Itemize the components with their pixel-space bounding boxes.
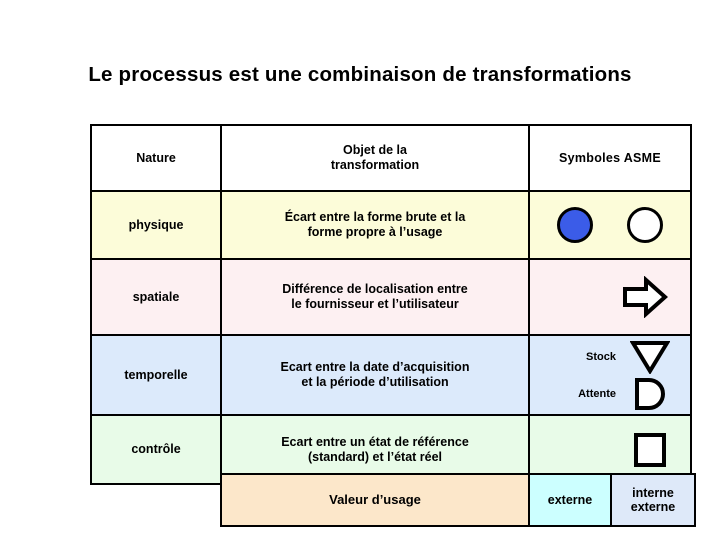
header-cell-symboles: Symboles ASME (528, 124, 692, 192)
cell-symbols-spatiale (528, 258, 692, 336)
objet-temporelle-line1: Ecart entre la date d’acquisition (280, 360, 470, 374)
bottom-row: Valeur d’usage externe interne externe (220, 473, 696, 527)
cell-objet-physique: Écart entre la forme brute et la forme p… (220, 190, 530, 260)
bottom-summary-strip: Valeur d’usage externe interne externe (220, 473, 696, 527)
externe-label: externe (630, 500, 676, 514)
symbol-label-attente: Attente (578, 387, 616, 400)
objet-text-physique: Écart entre la forme brute et la forme p… (222, 206, 528, 244)
down-triangle-icon (624, 340, 676, 374)
symbol-group-temporelle: Stock Attente (530, 338, 690, 412)
objet-physique-line1: Écart entre la forme brute et la (284, 210, 466, 224)
table-row-controle: contrôle Ecart entre un état de référenc… (90, 414, 692, 485)
header-nature-label: Nature (136, 150, 176, 165)
objet-physique-line2: forme propre à l’usage (307, 225, 443, 239)
right-arrow-icon (622, 276, 668, 318)
cell-interne-externe: interne externe (610, 473, 696, 527)
symbol-group-controle (530, 418, 690, 481)
table-row-temporelle: temporelle Ecart entre la date d’acquisi… (90, 334, 692, 416)
nature-label-physique: physique (128, 217, 184, 232)
cell-externe: externe (528, 473, 612, 527)
filled-circle-icon (557, 207, 593, 243)
symbol-group-spatiale (530, 262, 690, 332)
cell-objet-spatiale: Différence de localisation entre le four… (220, 258, 530, 336)
open-circle-icon (627, 207, 663, 243)
objet-temporelle-line2: et la période d’utilisation (301, 375, 449, 389)
page-title: Le processus est une combinaison de tran… (88, 63, 632, 86)
header-cell-nature: Nature (90, 124, 222, 192)
open-square-icon (634, 432, 666, 467)
header-symboles-label: Symboles ASME (558, 150, 662, 165)
cell-valeur-usage: Valeur d’usage (220, 473, 530, 527)
objet-text-temporelle: Ecart entre la date d’acquisition et la … (222, 356, 528, 394)
table-row-physique: physique Écart entre la forme brute et l… (90, 190, 692, 260)
objet-spatiale-line1: Différence de localisation entre (282, 282, 468, 296)
header-objet-label: Objet de la transformation (222, 139, 528, 177)
cell-symbols-physique (528, 190, 692, 260)
symbol-group-physique (530, 194, 690, 256)
nature-label-controle: contrôle (131, 442, 181, 456)
objet-text-controle: Ecart entre un état de référence (standa… (222, 431, 528, 469)
cell-nature-temporelle: temporelle (90, 334, 222, 416)
cell-objet-temporelle: Ecart entre la date d’acquisition et la … (220, 334, 530, 416)
header-objet-line2: transformation (330, 158, 420, 172)
objet-spatiale-line2: le fournisseur et l’utilisateur (291, 297, 459, 311)
header-objet-line1: Objet de la (343, 143, 407, 157)
table-header-row: Nature Objet de la transformation Symbol… (90, 124, 692, 192)
header-cell-objet: Objet de la transformation (220, 124, 530, 192)
objet-text-spatiale: Différence de localisation entre le four… (222, 278, 528, 316)
transformations-table: Nature Objet de la transformation Symbol… (90, 124, 692, 485)
objet-controle-line2: (standard) et l’état réel (307, 449, 443, 464)
nature-label-spatiale: spatiale (132, 289, 180, 304)
cell-nature-controle: contrôle (90, 414, 222, 485)
interne-label: interne (632, 485, 674, 500)
table-row-spatiale: spatiale Différence de localisation entr… (90, 258, 692, 336)
nature-label-temporelle: temporelle (124, 367, 188, 382)
cell-nature-physique: physique (90, 190, 222, 260)
objet-controle-line1: Ecart entre un état de référence (281, 434, 469, 449)
d-shape-icon (624, 377, 676, 411)
cell-symbols-temporelle: Stock Attente (528, 334, 692, 416)
symbol-label-stock: Stock (586, 350, 616, 363)
cell-nature-spatiale: spatiale (90, 258, 222, 336)
